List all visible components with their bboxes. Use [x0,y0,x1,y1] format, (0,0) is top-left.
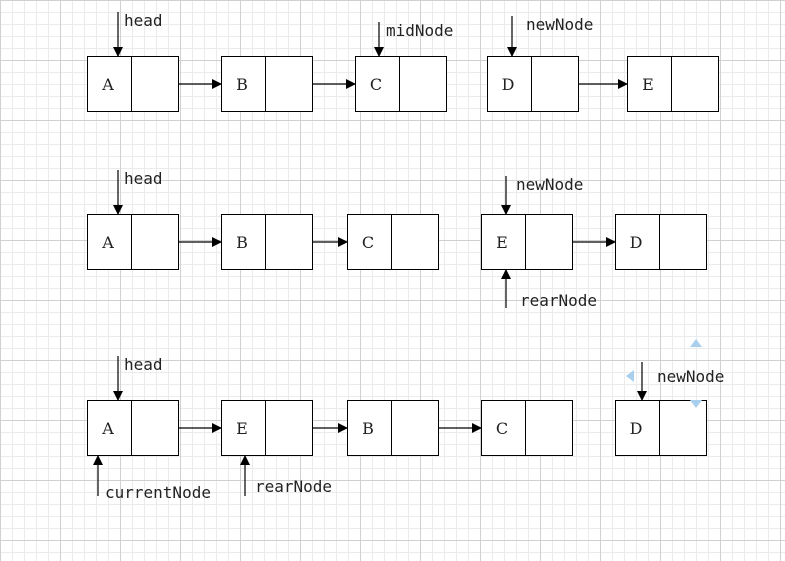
node-label: D [502,75,515,94]
list-node: A [87,214,179,270]
node-box [627,56,719,112]
node-box [355,56,447,112]
list-node: D [615,400,707,456]
node-box [487,56,579,112]
node-box [87,400,179,456]
pointer-label: currentNode [105,483,211,502]
list-node: C [347,214,439,270]
pointer-label: head [124,11,163,30]
node-box [347,214,439,270]
pointer-label: newNode [526,15,593,34]
pointer-label: head [124,169,163,188]
selection-handle[interactable] [690,339,702,347]
node-label: D [630,233,643,252]
node-label: E [236,419,248,438]
pointer: rearNode [501,269,597,310]
pointer: newNode [507,15,593,57]
node-label: C [370,75,382,94]
list-node: A [87,56,179,112]
list-node: D [487,56,579,112]
node-box [221,214,313,270]
node-label: A [101,419,114,438]
pointer: currentNode [93,455,211,502]
node-box [87,56,179,112]
node-label: A [101,233,114,252]
node-box [481,214,573,270]
list-node: C [481,400,573,456]
node-label: B [236,75,248,94]
pointer-label: newNode [657,367,724,386]
pointer: newNode [501,175,583,215]
node-label: A [101,75,114,94]
list-node: D [615,214,707,270]
pointer: rearNode [240,455,332,496]
pointer-label: rearNode [520,291,597,310]
selection-handle[interactable] [626,370,634,382]
pointer: head [113,355,163,401]
pointer: head [113,169,163,215]
node-label: C [496,419,508,438]
list-node: E [481,214,573,270]
node-label: D [630,419,643,438]
node-box [221,400,313,456]
pointer-label: rearNode [255,477,332,496]
pointer-label: midNode [386,21,453,40]
node-label: B [362,419,374,438]
selection-handle[interactable] [690,400,702,408]
pointer: head [113,11,163,57]
node-box [221,56,313,112]
list-node: B [347,400,439,456]
pointer: newNode [637,362,724,401]
node-label: E [642,75,654,94]
list-node: B [221,56,313,112]
node-box [481,400,573,456]
node-box [615,214,707,270]
node-box [615,400,707,456]
node-box [87,214,179,270]
pointer-arrows: head midNode newNode head newNode rearNode hea… [93,11,724,502]
next-link-arrows [179,79,628,433]
pointer-label: head [124,355,163,374]
selection-handles [626,339,702,408]
pointer: midNode [374,21,453,57]
pointer-label: newNode [516,175,583,194]
list-nodes: A B C D E A B C E D A E B C D [87,56,719,456]
list-node: E [221,400,313,456]
list-node: E [627,56,719,112]
node-label: C [362,233,374,252]
node-label: B [236,233,248,252]
list-node: B [221,214,313,270]
node-box [347,400,439,456]
node-label: E [496,233,508,252]
list-node: C [355,56,447,112]
list-node: A [87,400,179,456]
